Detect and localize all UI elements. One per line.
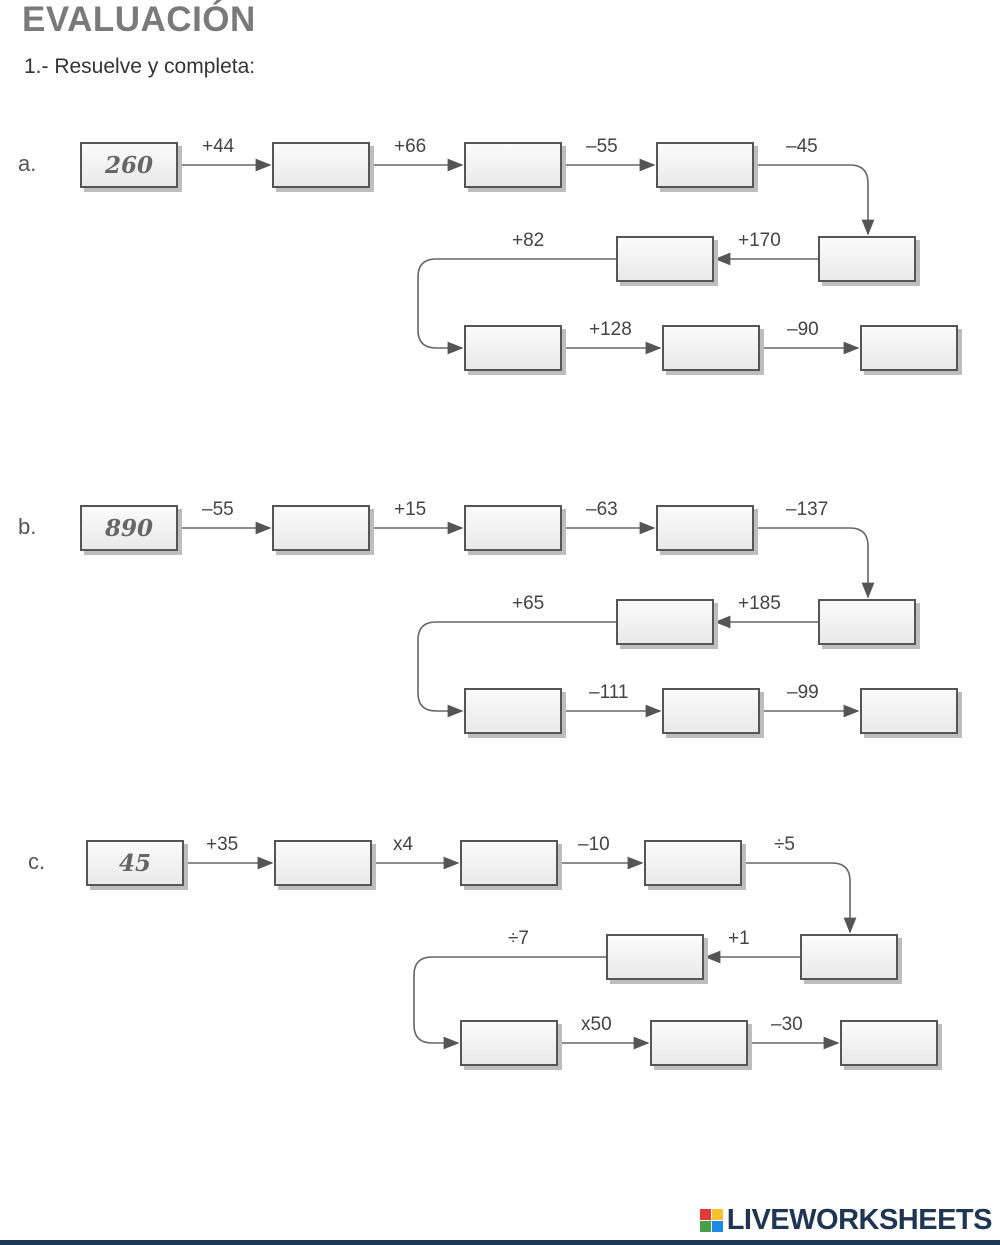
- logo-text: LIVEWORKSHEETS: [726, 1204, 993, 1236]
- answer-box[interactable]: [272, 142, 370, 188]
- answer-box[interactable]: [662, 325, 760, 371]
- problem-label: a.: [18, 151, 37, 176]
- operation-label: –10: [578, 834, 610, 855]
- start-value-box: 890: [80, 505, 178, 551]
- answer-box[interactable]: [606, 934, 704, 980]
- problem-label: c.: [28, 849, 46, 874]
- bottom-bar: [0, 1240, 1000, 1245]
- operation-label: x50: [581, 1014, 612, 1035]
- answer-box[interactable]: [460, 840, 558, 886]
- answer-box[interactable]: [616, 236, 714, 282]
- operation-label: +82: [512, 230, 545, 251]
- operation-label: +65: [512, 593, 545, 614]
- answer-box[interactable]: [860, 688, 958, 734]
- operation-label: +128: [589, 319, 632, 340]
- answer-box[interactable]: [464, 142, 562, 188]
- worksheet-title: EVALUACIÓN: [22, 0, 256, 39]
- instruction-text: 1.- Resuelve y completa:: [24, 55, 256, 78]
- arrow: [417, 621, 616, 718]
- operation-label: –63: [586, 499, 618, 520]
- answer-box[interactable]: [464, 688, 562, 734]
- answer-box[interactable]: [650, 1020, 748, 1066]
- answer-box[interactable]: [860, 325, 958, 371]
- answer-box[interactable]: [662, 688, 760, 734]
- answer-box[interactable]: [272, 505, 370, 551]
- arrow: [417, 258, 616, 355]
- answer-box[interactable]: [840, 1020, 938, 1066]
- operation-label: +15: [394, 499, 427, 520]
- operation-label: ÷5: [774, 834, 795, 855]
- operation-label: +44: [202, 136, 235, 157]
- operation-label: –55: [202, 499, 234, 520]
- liveworksheets-logo: LIVEWORKSHEETS: [699, 1204, 993, 1237]
- answer-box[interactable]: [644, 840, 742, 886]
- answer-box[interactable]: [616, 599, 714, 645]
- operation-label: +185: [738, 593, 781, 614]
- arrow: [754, 527, 875, 599]
- arrow: [413, 956, 606, 1050]
- operation-label: +35: [206, 834, 239, 855]
- operation-label: –45: [786, 136, 818, 157]
- operation-label: –99: [787, 682, 819, 703]
- operation-label: –30: [771, 1014, 803, 1035]
- answer-box[interactable]: [818, 599, 916, 645]
- arrow: [742, 862, 857, 934]
- answer-box[interactable]: [464, 325, 562, 371]
- arrow: [754, 164, 875, 236]
- logo-icon: [699, 1209, 723, 1232]
- operation-label: x4: [393, 834, 414, 855]
- problem-label: b.: [18, 514, 37, 539]
- answer-box[interactable]: [656, 142, 754, 188]
- start-value-box: 260: [80, 142, 178, 188]
- operation-label: –111: [589, 682, 629, 703]
- operation-label: ÷7: [508, 928, 529, 949]
- answer-box[interactable]: [464, 505, 562, 551]
- operation-label: –137: [786, 499, 829, 520]
- answer-box[interactable]: [274, 840, 372, 886]
- answer-box[interactable]: [656, 505, 754, 551]
- operation-label: +66: [394, 136, 427, 157]
- answer-box[interactable]: [460, 1020, 558, 1066]
- operation-label: +1: [728, 928, 750, 949]
- operation-label: –90: [787, 319, 819, 340]
- start-value-box: 45: [86, 840, 184, 886]
- operation-label: –55: [586, 136, 618, 157]
- answer-box[interactable]: [800, 934, 898, 980]
- answer-box[interactable]: [818, 236, 916, 282]
- operation-label: +170: [738, 230, 781, 251]
